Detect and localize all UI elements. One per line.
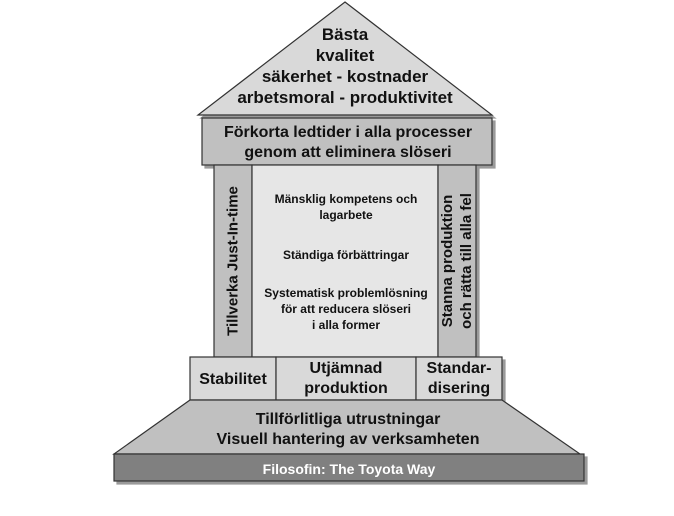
base-text: Tillförlitliga utrustningar Visuell hant…: [160, 410, 536, 450]
core-item-problem-solving: Systematisk problemlösning för att reduc…: [254, 285, 438, 333]
beam-shape: [201, 117, 493, 166]
core-shape: [251, 164, 439, 358]
roof-line: säkerhet - kostnader: [261, 67, 429, 86]
support-line: produktion: [304, 380, 388, 397]
core-line: Systematisk problemlösning: [264, 286, 428, 300]
right-pillar-line: Stanna produktion: [439, 194, 456, 328]
core-line: Mänsklig kompetens och: [274, 192, 418, 206]
right-pillar-shape: [437, 164, 477, 358]
beam-line: genom att eliminera slöseri: [244, 144, 452, 161]
left-pillar-shape: [213, 164, 253, 358]
left-pillar-label: Tillverka Just-In-time: [224, 186, 242, 336]
roof-text: Bästa kvalitet säkerhet - kostnader arbe…: [200, 24, 490, 108]
support-cell-utjamnad: Utjämnad produktion: [276, 359, 416, 399]
foundation-shape: [113, 453, 585, 482]
right-pillar-line: och rätta till alla fel: [458, 193, 475, 329]
roof-line: kvalitet: [315, 46, 375, 65]
right-pillar-label: Stanna produktion och rätta till alla fe…: [438, 193, 476, 329]
support-cell-stabilitet: Stabilitet: [190, 370, 276, 390]
roof-line: arbetsmoral - produktivitet: [237, 88, 453, 107]
core-line: i alla former: [311, 318, 381, 332]
roof-shape: [196, 1, 494, 116]
support-line: Stabilitet: [199, 371, 267, 388]
beam-line: Förkorta ledtider i alla processer: [223, 124, 473, 141]
base-line: Tillförlitliga utrustningar: [255, 411, 441, 428]
beam-text: Förkorta ledtider i alla processer genom…: [204, 123, 492, 163]
roof-line: Bästa: [321, 25, 369, 44]
support-line: Standar-: [426, 360, 492, 377]
core-line: Ständiga förbättringar: [282, 248, 409, 262]
support-line: disering: [427, 380, 491, 397]
core-line: lagarbete: [319, 208, 373, 222]
standardisering-shape: [415, 356, 503, 401]
base-line: Visuell hantering av verksamheten: [216, 431, 480, 448]
support-cell-standardisering: Standar- disering: [416, 359, 502, 399]
core-item-improvement: Ständiga förbättringar: [254, 247, 438, 263]
support-line: Utjämnad: [309, 360, 383, 377]
core-item-competence: Mänsklig kompetens och lagarbete: [254, 191, 438, 223]
core-line: för att reducera slöseri: [280, 302, 412, 316]
foundation-label: Filosofin: The Toyota Way: [262, 461, 436, 477]
utjamnad-shape: [275, 356, 417, 401]
